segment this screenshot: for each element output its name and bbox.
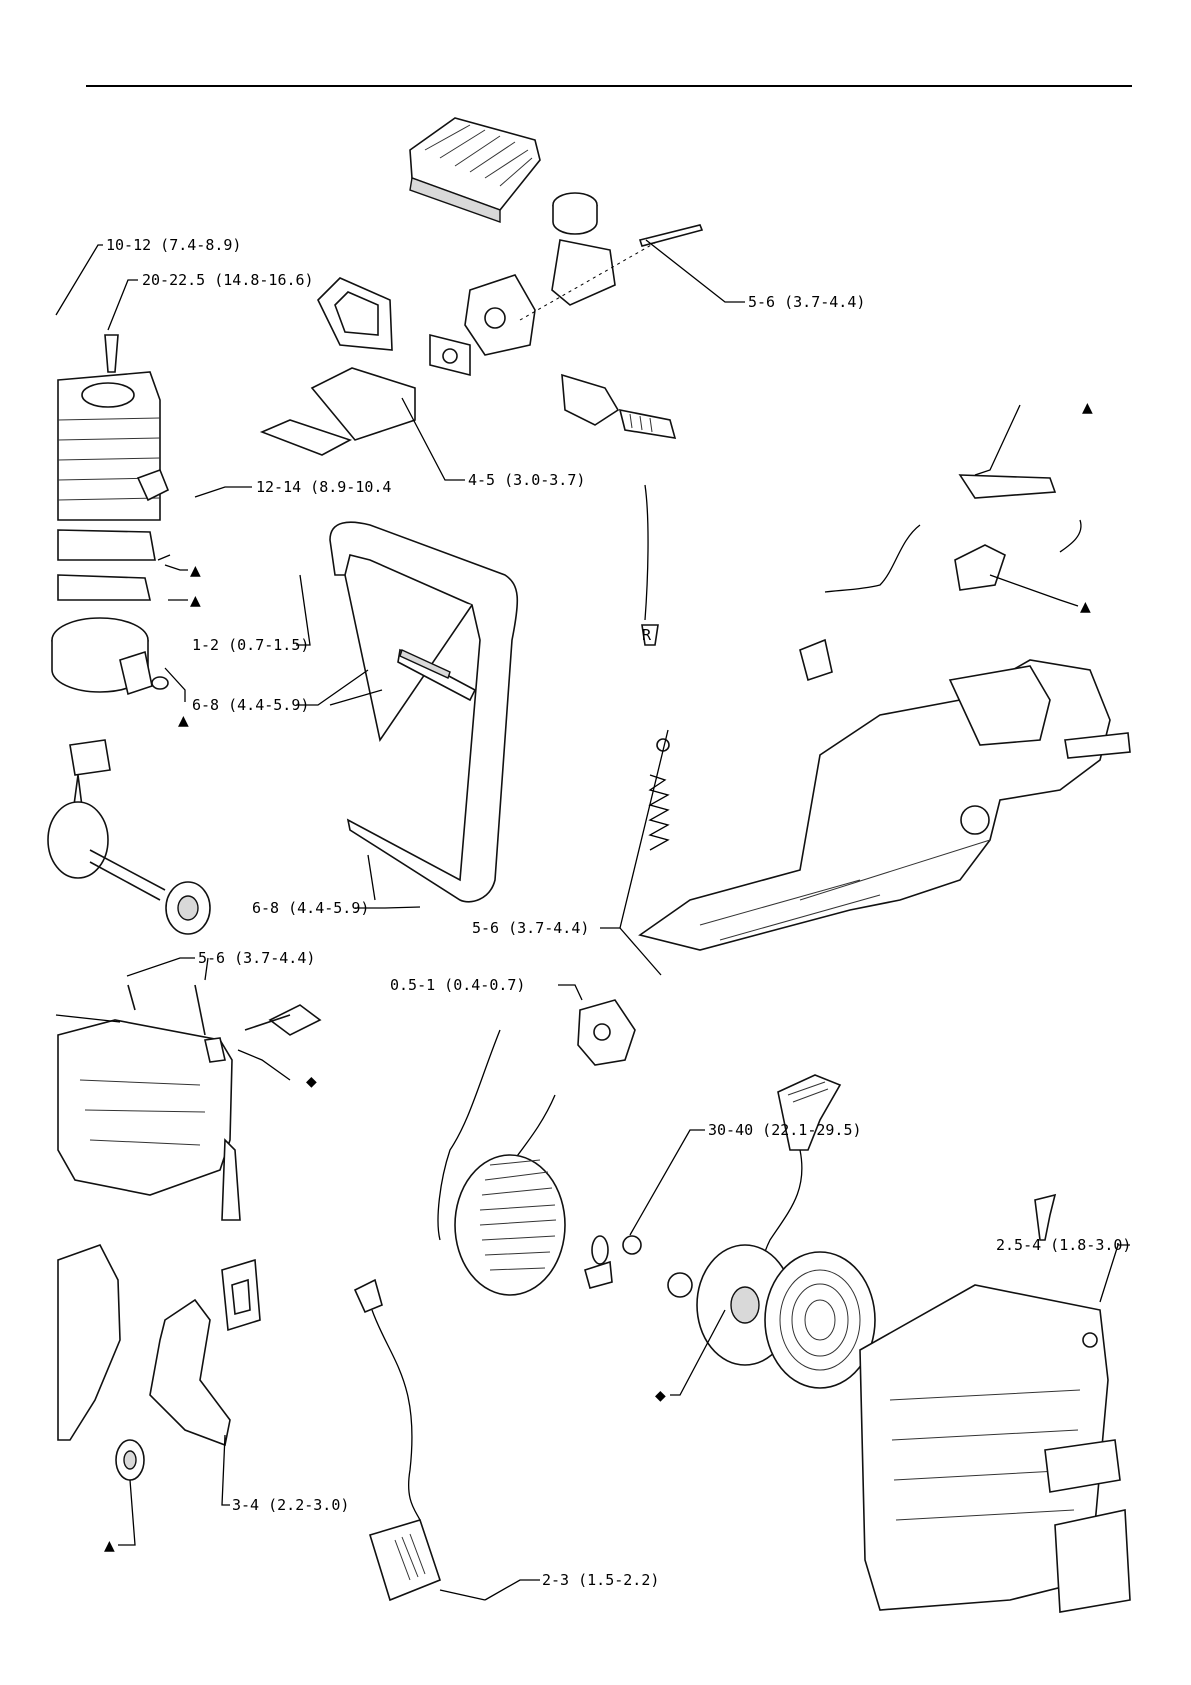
front-handle-part: [330, 522, 517, 902]
ignition-module-part: [578, 1000, 635, 1065]
triangle-icon: ▲: [178, 713, 189, 729]
label-handle-small-torque: 1-2 (0.7-1.5): [192, 636, 309, 654]
starter-handle-part: [760, 1075, 840, 1270]
crankshaft-part: [48, 740, 210, 934]
triangle-icon: ▲: [1082, 400, 1093, 416]
chainsaw-body-part: [640, 660, 1130, 950]
cylinder-part: [52, 335, 168, 694]
triangle-icon: ▲: [190, 563, 201, 579]
crankcase-part: [58, 985, 320, 1220]
flywheel-part: [455, 1155, 641, 1295]
air-filter-part: [410, 118, 540, 222]
clutch-cover-part: [58, 1245, 260, 1480]
label-intake-torque: 12-14 (8.9-10.4: [256, 478, 391, 496]
muffler-gasket-part: [262, 278, 415, 455]
diamond-icon: ◆: [655, 1388, 666, 1404]
trigger-part: [825, 475, 1081, 592]
triangle-icon: ▲: [1080, 599, 1091, 615]
label-handle-upper-torque: 6-8 (4.4-5.9): [192, 696, 309, 714]
label-flywheel-nut-torque: 30-40 (22.1-29.5): [708, 1121, 862, 1139]
label-muffler-bolt-torque: 4-5 (3.0-3.7): [468, 471, 585, 489]
label-clutch-cover-torque: 3-4 (2.2-3.0): [232, 1496, 349, 1514]
carburetor-part: [430, 193, 702, 375]
ignition-coil-part: [355, 1280, 440, 1600]
triangle-icon: ▲: [104, 1538, 115, 1554]
label-av-spring-torque: 5-6 (3.7-4.4): [472, 919, 589, 937]
av-spring-part: [650, 640, 832, 850]
label-spark-plug-torque: 20-22.5 (14.8-16.6): [142, 271, 314, 289]
label-r-small: R: [642, 626, 652, 644]
label-carb-bolt-torque: 5-6 (3.7-4.4): [748, 293, 865, 311]
starter-housing-part: [860, 1195, 1130, 1612]
starter-pulley-part: [668, 1245, 875, 1388]
triangle-icon: ▲: [190, 593, 201, 609]
label-handle-lower-torque: 6-8 (4.4-5.9): [252, 899, 369, 917]
throttle-linkage-part: [562, 375, 675, 438]
label-cylinder-top-torque: 10-12 (7.4-8.9): [106, 236, 241, 254]
label-ignition-torque: 0.5-1 (0.4-0.7): [390, 976, 525, 994]
label-starter-screw-torque: 2.5-4 (1.8-3.0): [996, 1236, 1131, 1254]
label-crankcase-torque: 5-6 (3.7-4.4): [198, 949, 315, 967]
label-coil-torque: 2-3 (1.5-2.2): [542, 1571, 659, 1589]
diamond-icon: ◆: [306, 1074, 317, 1090]
